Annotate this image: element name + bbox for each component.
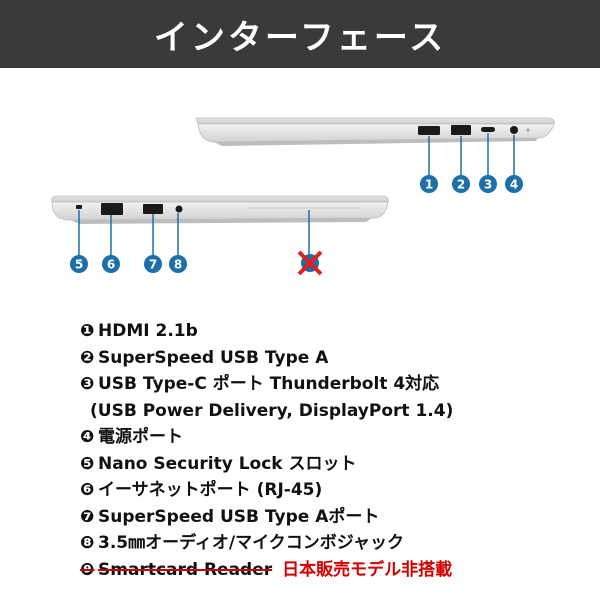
port-badge-7: 7 <box>144 255 162 273</box>
spec-text-struck: Smartcard Reader <box>98 559 273 580</box>
svg-text:3: 3 <box>484 178 492 192</box>
usb-a-port-right <box>451 125 471 135</box>
port-badge-6: 6 <box>102 255 120 273</box>
spec-text: SuperSpeed USB Type Aポート <box>98 506 380 527</box>
svg-text:5: 5 <box>75 258 83 272</box>
list-number-marker: ❼ <box>80 506 95 527</box>
list-number-marker: ❻ <box>80 480 95 500</box>
spec-text: USB Type-C ポート Thunderbolt 4対応 <box>98 374 440 394</box>
svg-text:2: 2 <box>457 178 465 192</box>
port-badge-3: 3 <box>479 175 497 193</box>
spec-text: イーサネットポート (RJ-45) <box>98 480 323 500</box>
not-equipped-note: 日本販売モデル非搭載 <box>282 559 453 580</box>
port-badge-2: 2 <box>452 175 470 193</box>
svg-text:4: 4 <box>510 178 518 192</box>
ethernet-port <box>101 203 123 215</box>
svg-text:8: 8 <box>174 258 182 272</box>
list-number-marker: ❷ <box>80 347 95 368</box>
svg-text:6: 6 <box>107 258 115 272</box>
hdmi-port <box>418 126 440 135</box>
list-number-marker: ❾ <box>80 559 95 580</box>
not-equipped-cross-icon <box>297 250 323 276</box>
spec-text: (USB Power Delivery, DisplayPort 1.4) <box>90 400 454 421</box>
page-title: インターフェース <box>153 17 447 58</box>
list-number-marker: ❹ <box>80 427 95 447</box>
port-badge-1: 1 <box>420 175 438 193</box>
usb-a-port-left <box>143 204 163 214</box>
usb-c-port <box>481 127 495 132</box>
port-badge-4: 4 <box>505 175 523 193</box>
spec-text: 3.5㎜オーディオ/マイクコンボジャック <box>98 533 404 553</box>
list-number-marker: ❸ <box>80 374 95 394</box>
port-badge-8: 8 <box>169 255 187 273</box>
list-number-marker: ❶ <box>80 321 95 341</box>
port-badge-5: 5 <box>70 255 88 273</box>
spec-text: HDMI 2.1b <box>98 321 198 341</box>
audio-jack <box>175 205 183 213</box>
laptop-left-side <box>51 195 389 276</box>
laptop-right-side <box>195 117 555 176</box>
page-title-banner: インターフェース <box>0 0 600 68</box>
laptop-illustration: 1 2 3 4 5 6 7 8 <box>51 117 555 276</box>
spec-text: Nano Security Lock スロット <box>98 453 357 474</box>
security-lock-slot <box>76 205 82 209</box>
list-number-marker: ❺ <box>80 453 95 474</box>
spec-text: SuperSpeed USB Type A <box>98 347 329 368</box>
power-port <box>510 126 518 134</box>
svg-text:7: 7 <box>149 258 157 272</box>
list-number-marker: ❽ <box>80 533 95 553</box>
spec-text: 電源ポート <box>98 427 183 447</box>
svg-text:1: 1 <box>425 178 433 192</box>
spec-item-continuation: (USB Power Delivery, DisplayPort 1.4) <box>80 398 595 425</box>
